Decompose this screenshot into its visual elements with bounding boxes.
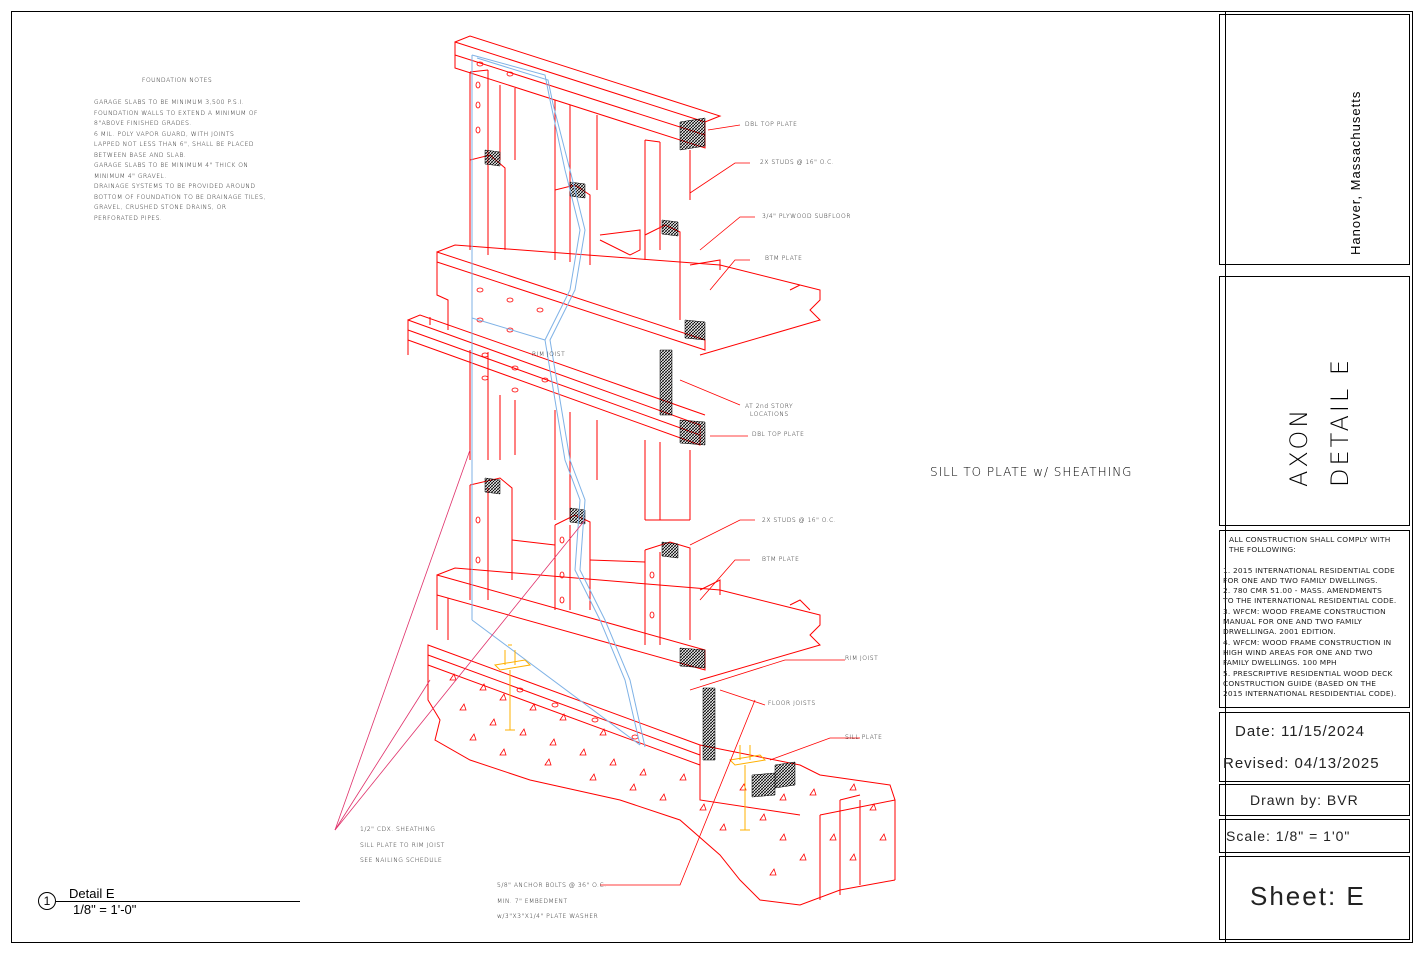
code-note-line: TO THE INTERNATIONAL RESIDENTIAL CODE.	[1223, 596, 1397, 606]
code-note-line: CONSTRUCTION GUIDE (BASED ON THE	[1223, 678, 1377, 688]
code-note-line	[1223, 556, 1406, 566]
drawing-sheet	[11, 11, 1413, 943]
label-sill-to-rim: SILL PLATE TO RIM JOIST	[360, 842, 445, 849]
foundation-note-line: BOTTOM OF FOUNDATION TO BE DRAINAGE TILE…	[94, 193, 266, 201]
code-note-line: THE FOLLOWING:	[1229, 545, 1296, 555]
foundation-note-line: GARAGE SLABS TO BE MINIMUM 4" THICK ON	[94, 162, 249, 169]
foundation-note-line: FOUNDATION WALLS TO EXTEND A MINIMUM OF	[94, 109, 258, 117]
location-box: Hanover, Massachusetts	[1219, 14, 1410, 265]
foundation-note-line: 6 MIL. POLY VAPOR GUARD, WITH JOINTS	[94, 130, 235, 138]
foundation-note-line: BETWEEN BASE AND SLAB.	[94, 151, 187, 159]
scale-box: Scale: 1/8" = 1'0"	[1219, 819, 1410, 853]
foundation-note-line: MINIMUM 4" GRAVEL.	[94, 172, 167, 180]
code-note-line: FAMILY DWELLINGS. 100 MPH	[1223, 658, 1337, 668]
label-floor-joists: FLOOR JOISTS	[768, 700, 816, 707]
leader-lines	[600, 124, 860, 886]
code-note-line: DRWELLINGA. 2001 EDITION.	[1223, 627, 1336, 637]
detail-number-bubble: 1	[38, 892, 56, 910]
label-embedment: MIN. 7" EMBEDMENT	[497, 898, 568, 905]
code-note-line: FOR ONE AND TWO FAMILY DWELLINGS.	[1223, 575, 1378, 585]
revised-text: Revised: 04/13/2025	[1223, 755, 1380, 772]
code-note-line: ALL CONSTRUCTION SHALL COMPLY WITH	[1229, 535, 1391, 544]
label-studs-lower: 2X STUDS @ 16" O.C.	[762, 517, 837, 524]
foundation-note-line: PERFORATED PIPES.	[94, 214, 163, 222]
label-2nd-story-locations: LOCATIONS	[750, 411, 789, 418]
label-rim-joist-upper: RIM JOIST	[532, 351, 566, 358]
label-dbl-top-plate-upper: DBL TOP PLATE	[745, 121, 798, 128]
drawing-area	[12, 12, 1226, 942]
date-text: Date: 11/15/2024	[1235, 723, 1365, 740]
location-text: Hanover, Massachusetts	[1348, 90, 1363, 255]
end-grain-hatching	[484, 117, 796, 798]
code-note-line: HIGH WIND AREAS FOR ONE AND TWO	[1223, 647, 1373, 657]
drawn-by-text: Drawn by: BVR	[1250, 792, 1359, 808]
code-note-line: 1. 2015 INTERNATIONAL RESIDENTIAL CODE	[1223, 565, 1395, 575]
label-plywood-subfloor: 3/4" PLYWOOD SUBFLOOR	[762, 213, 851, 220]
sheet-number-text: Sheet: E	[1250, 881, 1366, 911]
label-btm-plate-upper: BTM PLATE	[765, 255, 803, 262]
dates-box: Date: 11/15/2024 Revised: 04/13/2025	[1219, 712, 1410, 782]
label-nailing-schedule: SEE NAILING SCHEDULE	[360, 857, 443, 864]
detail-number: 1	[43, 894, 51, 908]
label-rim-joist-lower: RIM JOIST	[845, 655, 879, 662]
foundation-note-line: 8"ABOVE FINISHED GRADES.	[94, 120, 192, 127]
foundation-note-line: DRAINAGE SYSTEMS TO BE PROVIDED AROUND	[94, 183, 256, 190]
code-note-line: 3. WFCM: WOOD FREAME CONSTRUCTION	[1223, 606, 1386, 616]
label-sheathing: 1/2" CDX. SHEATHING	[360, 826, 436, 833]
sheet-title-line2: DETAIL E	[1326, 356, 1354, 487]
foundation-note-line: GARAGE SLABS TO BE MINIMUM 3,500 P.S.I.	[94, 99, 245, 106]
detail-scale: 1/8" = 1'-0"	[73, 902, 137, 917]
code-note-line: 2. 780 CMR 51.00 - MASS. AMENDMENTS	[1223, 586, 1383, 596]
label-sill-plate: SILL PLATE	[845, 734, 883, 741]
foundation-notes: FOUNDATION NOTES GARAGE SLABS TO BE MINI…	[94, 77, 294, 224]
foundation-note-line: LAPPED NOT LESS THAN 6", SHALL BE PLACED	[94, 141, 254, 148]
code-note-line: 2015 INTERNATIONAL RESDIDENTIAL CODE).	[1223, 689, 1397, 699]
detail-tag: 1 Detail E 1/8" = 1'-0"	[38, 886, 308, 926]
sheet-title-box: AXON DETAIL E	[1219, 276, 1410, 526]
drawing-title: SILL TO PLATE w/ SHEATHING	[930, 465, 1133, 479]
label-anchor-bolts: 5/8" ANCHOR BOLTS @ 36" O.C.	[497, 882, 607, 889]
label-btm-plate-lower: BTM PLATE	[762, 556, 800, 563]
scale-text: Scale: 1/8" = 1'0"	[1226, 828, 1351, 844]
title-block: Hanover, Massachusetts AXON DETAIL E ALL…	[1216, 11, 1413, 943]
concrete-aggregate	[449, 673, 887, 876]
detail-name: Detail E	[69, 886, 115, 901]
foundation-notes-title: FOUNDATION NOTES	[142, 77, 213, 84]
code-notes-box: ALL CONSTRUCTION SHALL COMPLY WITH THE F…	[1219, 530, 1410, 708]
label-plate-washer: w/3"X3"X1/4" PLATE WASHER	[497, 913, 599, 920]
code-note-line: 4. WFCM: WOOD FRAME CONSTRUCTION IN	[1223, 637, 1392, 647]
sheet-title-line1: AXON	[1285, 406, 1313, 487]
anchor-bolts	[493, 644, 767, 831]
sheathing-panel	[471, 54, 646, 748]
sheathing-leaders	[334, 449, 586, 831]
drawn-by-box: Drawn by: BVR	[1219, 784, 1410, 816]
detail-underline	[56, 901, 300, 902]
label-studs-upper: 2X STUDS @ 16" O.C.	[760, 159, 835, 166]
nail-holes	[475, 61, 655, 740]
label-2nd-story: AT 2nd STORY	[745, 403, 794, 410]
code-note-line: MANUAL FOR ONE AND TWO FAMILY	[1223, 617, 1363, 627]
code-note-line: 5. PRESCRIPTIVE RESIDENTIAL WOOD DECK	[1223, 668, 1393, 678]
label-dbl-top-plate-lower: DBL TOP PLATE	[752, 431, 805, 438]
sheet-box: Sheet: E	[1219, 856, 1410, 940]
foundation-note-line: GRAVEL, CRUSHED STONE DRAINS, OR	[94, 204, 227, 211]
